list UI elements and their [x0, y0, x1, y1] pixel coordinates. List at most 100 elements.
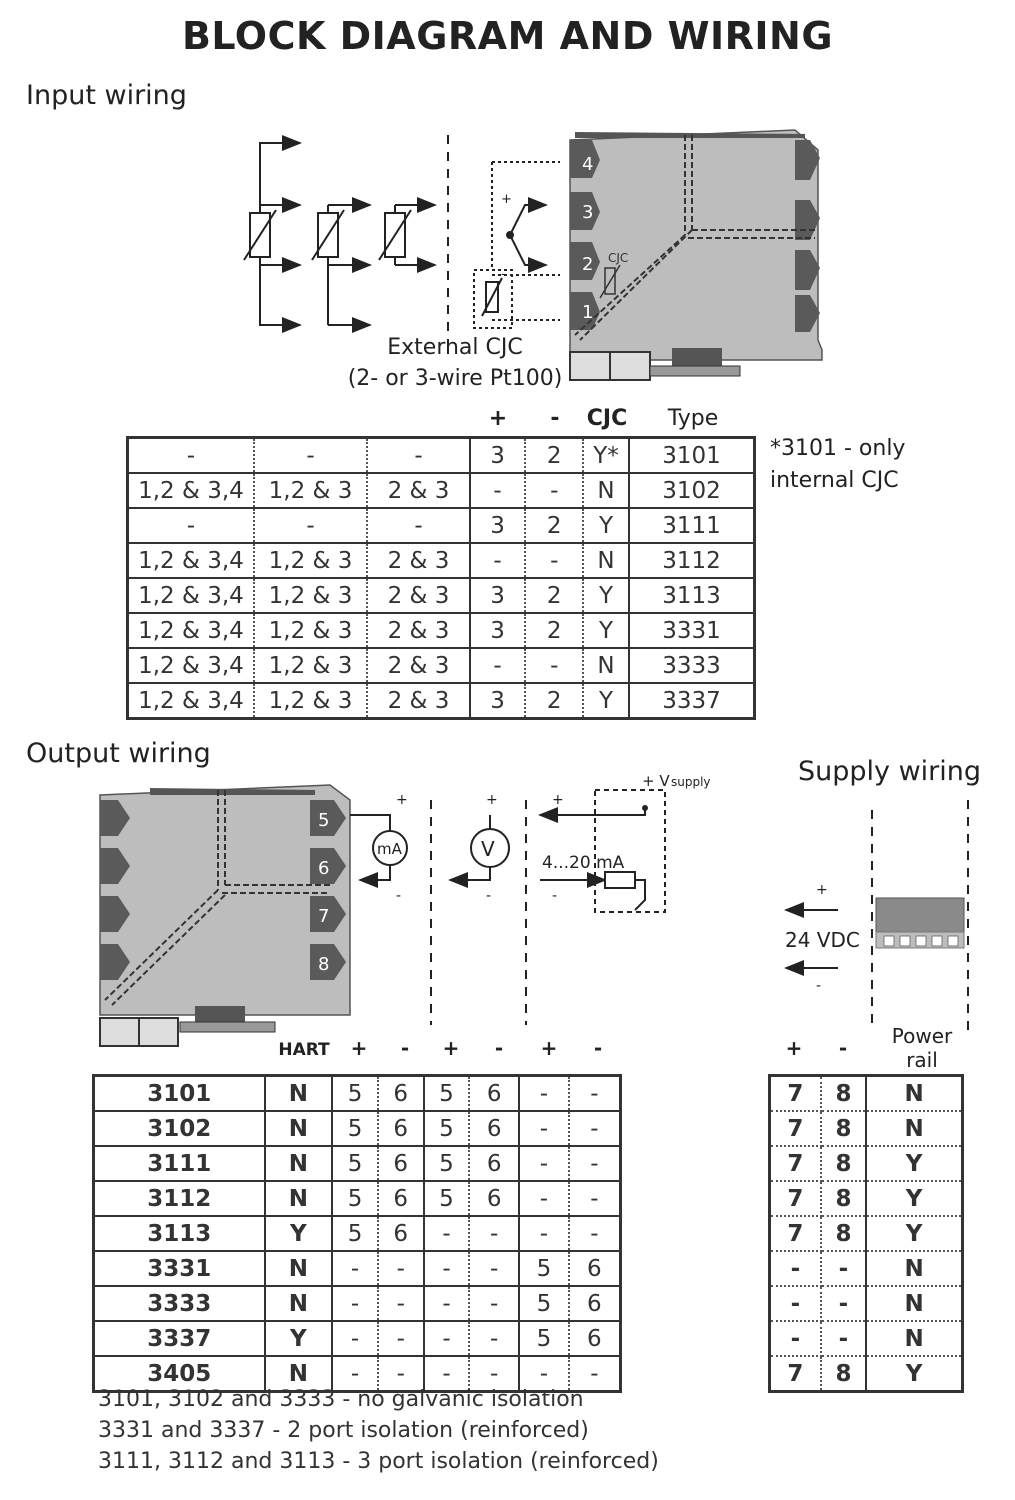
output-table-cell: 5 — [423, 1146, 471, 1182]
output-table-cell: N — [264, 1181, 334, 1217]
supply-table-cell: 7 — [769, 1356, 822, 1393]
footnote-2: 3331 and 3337 - 2 port isolation (reinfo… — [98, 1418, 589, 1443]
svg-text:mA: mA — [377, 840, 403, 858]
input-note-line2: internal CJC — [770, 468, 899, 493]
output-table-cell: 5 — [332, 1181, 379, 1217]
output-table-cell: 3405 — [93, 1356, 266, 1393]
footnotes: 3101, 3102 and 3333 - no galvanic isolat… — [98, 1384, 659, 1477]
input-table-cell: 2 & 3 — [367, 683, 471, 720]
input-table-cell: 3333 — [628, 648, 755, 684]
svg-text:+: + — [552, 792, 564, 808]
supply-table-cell: 8 — [820, 1075, 868, 1112]
input-table-cell: 3 — [469, 508, 527, 544]
svg-text:-: - — [552, 888, 557, 904]
input-table-cell: - — [253, 508, 369, 544]
output-table-cell: - — [469, 1251, 521, 1287]
thermocouple-symbol — [473, 161, 560, 329]
input-table-cell: 3 — [469, 613, 527, 649]
output-table-cell: Y — [264, 1321, 334, 1357]
supply-table-cell: 8 — [820, 1216, 868, 1252]
output-table-cell: 3333 — [93, 1286, 266, 1322]
input-module-device — [569, 129, 823, 381]
input-table-cell: 1,2 & 3,4 — [127, 578, 255, 614]
supply-table-cell: Y — [866, 1146, 963, 1182]
supply-table-cell: N — [866, 1111, 963, 1147]
output-header-plus-1: + — [350, 1036, 368, 1060]
power-rail-connector — [875, 897, 965, 949]
supply-table-cell: - — [769, 1251, 822, 1287]
output-table-cell: 5 — [423, 1075, 471, 1112]
input-table-cell: 3 — [469, 683, 527, 720]
output-table-cell: - — [377, 1356, 425, 1393]
terminal-label-6: 6 — [318, 858, 329, 879]
supply-table-cell: 8 — [820, 1111, 868, 1147]
input-table-cell: N — [583, 648, 630, 684]
output-table-cell: 6 — [377, 1146, 425, 1182]
footnote-1: 3101, 3102 and 3333 - no galvanic isolat… — [98, 1387, 584, 1412]
output-table-cell: 6 — [469, 1111, 521, 1147]
supply-table-cell: N — [866, 1251, 963, 1287]
svg-text:+ V: + V — [642, 772, 670, 790]
output-table-cell: - — [469, 1356, 521, 1393]
output-table-cell: 3331 — [93, 1251, 266, 1287]
terminal-label-7: 7 — [318, 906, 329, 927]
output-table-cell: - — [469, 1286, 521, 1322]
input-table-cell: 3337 — [628, 683, 755, 720]
input-table-cell: 2 — [525, 613, 585, 649]
svg-text:+: + — [486, 792, 498, 808]
output-table-cell: 6 — [377, 1181, 425, 1217]
output-wiring-diagram: 5 6 7 8 mA + - V + - + - 4...20 mA + V s… — [99, 772, 711, 1047]
output-table-cell: - — [568, 1075, 621, 1112]
input-table-cell: 1,2 & 3,4 — [127, 683, 255, 720]
output-table-cell: - — [519, 1356, 570, 1393]
input-table-cell: - — [469, 543, 527, 579]
input-header-cjc: CJC — [586, 406, 628, 431]
supply-table-cell: Y — [866, 1356, 963, 1393]
output-table-cell: 3101 — [93, 1075, 266, 1112]
output-table-cell: N — [264, 1356, 334, 1393]
terminal-label-3: 3 — [582, 202, 593, 223]
output-table-cell: 3111 — [93, 1146, 266, 1182]
input-table-cell: 3 — [469, 437, 527, 474]
output-table-cell: N — [264, 1111, 334, 1147]
supply-table-cell: N — [866, 1286, 963, 1322]
v-meter-symbol — [448, 815, 510, 888]
input-table-cell: 2 & 3 — [367, 578, 471, 614]
output-table-cell: 5 — [332, 1146, 379, 1182]
output-table-cell: 5 — [423, 1181, 471, 1217]
output-table-cell: - — [377, 1321, 425, 1357]
output-table-cell: - — [568, 1146, 621, 1182]
output-table-cell: - — [568, 1111, 621, 1147]
supply-table-cell: 8 — [820, 1356, 868, 1393]
output-table-cell: - — [377, 1286, 425, 1322]
output-table-cell: - — [568, 1181, 621, 1217]
output-table-cell: 5 — [332, 1075, 379, 1112]
input-table-cell: 1,2 & 3,4 — [127, 543, 255, 579]
supply-table-cell: Y — [866, 1181, 963, 1217]
svg-text:+: + — [501, 192, 512, 207]
input-table-cell: 2 — [525, 508, 585, 544]
supply-table-cell: 7 — [769, 1111, 822, 1147]
output-table-cell: 3337 — [93, 1321, 266, 1357]
output-wiring-heading: Output wiring — [26, 738, 211, 769]
output-table-cell: - — [469, 1216, 521, 1252]
supply-table-cell: 8 — [820, 1181, 868, 1217]
input-table-cell: 3331 — [628, 613, 755, 649]
rtd-2wire-symbol — [378, 197, 437, 273]
input-table-cell: 3113 — [628, 578, 755, 614]
supply-table-cell: N — [866, 1321, 963, 1357]
page-title: BLOCK DIAGRAM AND WIRING — [181, 14, 834, 58]
output-header-minus-1: - — [400, 1036, 410, 1060]
svg-text:+: + — [816, 882, 828, 898]
supply-table-cell: 7 — [769, 1181, 822, 1217]
